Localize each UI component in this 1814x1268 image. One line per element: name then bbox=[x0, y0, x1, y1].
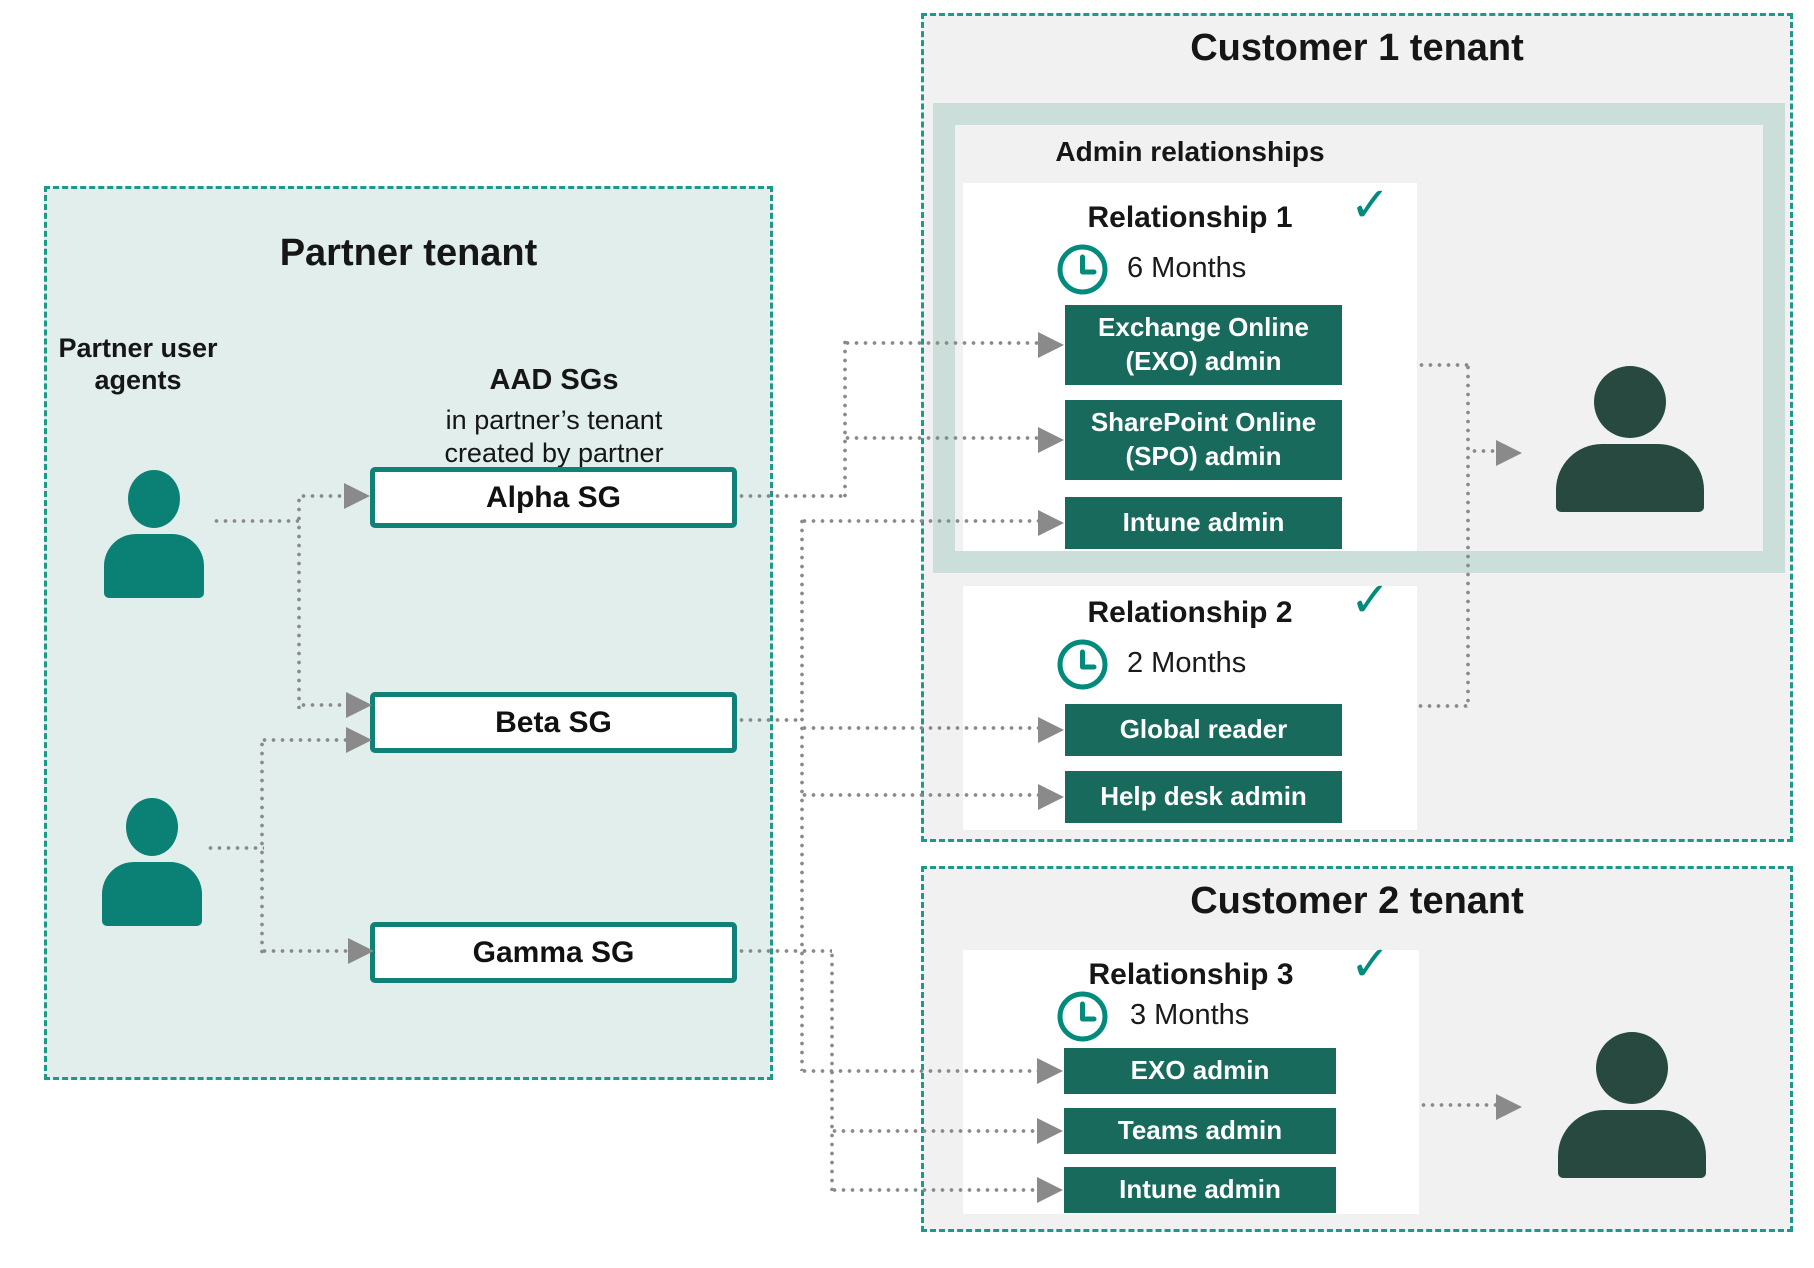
beta-out-line bbox=[737, 718, 802, 722]
agent-head bbox=[128, 470, 180, 528]
person-body bbox=[1558, 1110, 1706, 1178]
role-intune-admin-button: Intune admin bbox=[1064, 1167, 1336, 1213]
agent2-stub-line bbox=[206, 846, 264, 850]
role-exo-admin-button: Exchange Online (EXO) admin bbox=[1065, 305, 1342, 385]
arrow-into-global-reader bbox=[1038, 717, 1064, 743]
customer2-tenant-title: Customer 2 tenant bbox=[1190, 880, 1524, 922]
clock-icon bbox=[1057, 244, 1108, 295]
line-to-exo1 bbox=[843, 341, 1038, 345]
role-intune-admin-button: Intune admin bbox=[1065, 497, 1342, 549]
arrow-into-helpdesk-admin bbox=[1038, 784, 1064, 810]
role-exo-admin-button: EXO admin bbox=[1064, 1048, 1336, 1094]
alpha-sg-box: Alpha SG bbox=[370, 467, 737, 528]
agent2-to-beta-line bbox=[260, 738, 348, 742]
agent-body bbox=[104, 534, 204, 598]
partner-agent-1-icon bbox=[104, 470, 204, 600]
gamma-out-line bbox=[737, 949, 832, 953]
line-to-spo1 bbox=[843, 436, 1038, 440]
agent2-to-gamma-line bbox=[260, 949, 350, 953]
arrow-into-exo-admin bbox=[1038, 332, 1064, 358]
relationship1-duration: 6 Months bbox=[1127, 252, 1247, 284]
line-to-exo3 bbox=[800, 1069, 1037, 1073]
person-body bbox=[1556, 444, 1704, 512]
check-icon: ✓ bbox=[1350, 177, 1391, 233]
arrow-into-exo-admin-c2 bbox=[1037, 1058, 1063, 1084]
role-global-reader-button: Global reader bbox=[1065, 704, 1342, 756]
role-helpdesk-admin-button: Help desk admin bbox=[1065, 771, 1342, 823]
arrow-into-beta-sg-upper bbox=[346, 692, 372, 718]
relationship1-title: Relationship 1 bbox=[1087, 201, 1293, 234]
person-head bbox=[1596, 1032, 1668, 1104]
person-head bbox=[1594, 366, 1666, 438]
arrow-into-customer1-user bbox=[1496, 440, 1522, 466]
clock-icon bbox=[1057, 639, 1108, 690]
role-spo-admin-button: SharePoint Online (SPO) admin bbox=[1065, 400, 1342, 480]
partner-user-agents-label: Partner user agents bbox=[58, 333, 218, 396]
aad-sgs-subtext-line2: created by partner bbox=[444, 438, 664, 468]
relationship3-title: Relationship 3 bbox=[1088, 958, 1294, 991]
arrow-into-alpha-sg bbox=[344, 483, 370, 509]
agent1-trunk-line bbox=[297, 496, 301, 709]
agent1-to-beta-line bbox=[299, 703, 348, 707]
arrow-into-gamma-sg bbox=[348, 938, 374, 964]
relationship3-duration: 3 Months bbox=[1130, 999, 1250, 1031]
rel3-out-line bbox=[1419, 1103, 1498, 1107]
admin-relationships-label: Admin relationships bbox=[1055, 136, 1325, 167]
agent1-to-alpha-line bbox=[299, 494, 346, 498]
alpha-out-line bbox=[737, 494, 845, 498]
gamma-sg-box: Gamma SG bbox=[370, 922, 737, 983]
customer1-tenant-title: Customer 1 tenant bbox=[1190, 27, 1524, 69]
rel2-out-line bbox=[1416, 704, 1468, 708]
arrow-into-intune-admin-c2 bbox=[1037, 1177, 1063, 1203]
clock-icon bbox=[1057, 991, 1108, 1042]
aad-sgs-subtext-line1: in partner’s tenant bbox=[445, 405, 663, 435]
arrow-into-teams-admin bbox=[1037, 1118, 1063, 1144]
agent1-stub-line bbox=[212, 519, 299, 523]
agent-body bbox=[102, 862, 202, 926]
aad-sgs-heading: AAD SGs bbox=[489, 364, 619, 396]
beta-sg-box: Beta SG bbox=[370, 692, 737, 753]
line-to-helpdesk bbox=[800, 793, 1038, 797]
check-icon: ✓ bbox=[1350, 572, 1391, 628]
check-icon: ✓ bbox=[1350, 936, 1391, 992]
relationship2-title: Relationship 2 bbox=[1087, 596, 1293, 629]
agent2-trunk-line bbox=[260, 740, 264, 955]
arrow-into-spo-admin bbox=[1038, 427, 1064, 453]
line-to-teams bbox=[830, 1129, 1037, 1133]
rel1-rel2-trunk-line bbox=[1466, 363, 1470, 708]
line-to-global-reader bbox=[800, 726, 1038, 730]
partner-agent-2-icon bbox=[102, 798, 202, 928]
role-teams-admin-button: Teams admin bbox=[1064, 1108, 1336, 1154]
line-to-intune3 bbox=[830, 1188, 1037, 1192]
alpha-trunk-line bbox=[843, 338, 847, 498]
partner-tenant-title: Partner tenant bbox=[279, 232, 538, 274]
customer2-user-icon bbox=[1558, 1032, 1706, 1178]
rel1-out-line bbox=[1417, 363, 1470, 367]
customer1-user-icon bbox=[1556, 366, 1704, 512]
arrow-into-beta-sg-lower bbox=[346, 727, 372, 753]
stub-to-user1-line bbox=[1470, 449, 1498, 453]
arrow-into-intune-admin bbox=[1038, 510, 1064, 536]
arrow-into-customer2-user bbox=[1496, 1094, 1522, 1120]
relationship2-duration: 2 Months bbox=[1127, 647, 1247, 679]
agent-head bbox=[126, 798, 178, 856]
line-to-intune1 bbox=[800, 519, 1038, 523]
gamma-trunk-line bbox=[830, 951, 834, 1191]
